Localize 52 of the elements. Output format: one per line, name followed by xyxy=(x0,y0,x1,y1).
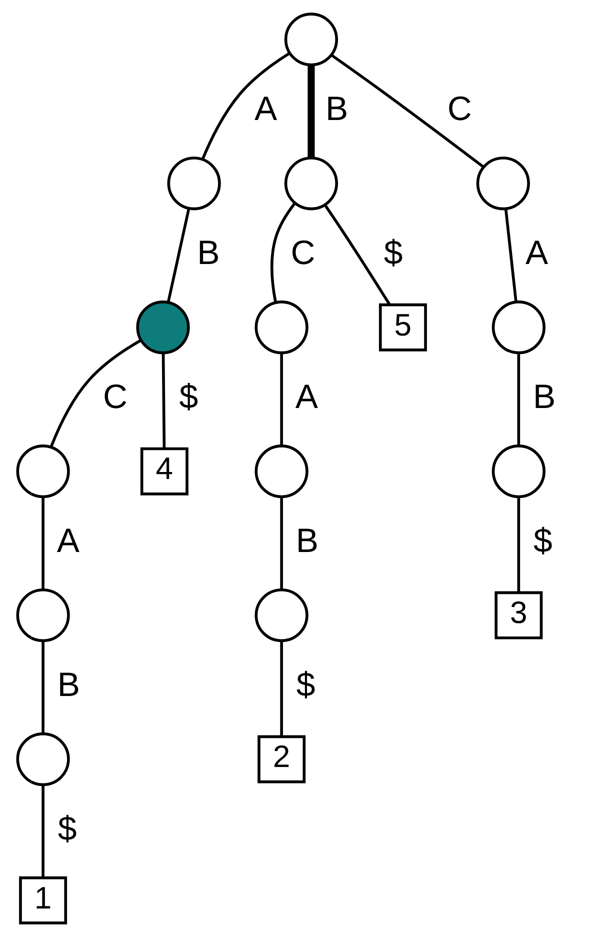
connector xyxy=(280,641,282,736)
node-circle xyxy=(476,156,530,210)
connector xyxy=(166,208,190,303)
connector xyxy=(161,353,166,448)
connector xyxy=(280,497,282,590)
edge-label: B xyxy=(56,666,80,704)
edge-label: $ xyxy=(57,810,76,848)
connector xyxy=(307,65,314,158)
edge-label: $ xyxy=(296,666,315,704)
node-circle xyxy=(254,300,308,354)
node-circle xyxy=(254,588,308,642)
edge-label: B xyxy=(196,234,220,272)
node-box: 1 xyxy=(18,876,67,924)
connector xyxy=(280,353,282,446)
edge-label: A xyxy=(524,234,546,272)
node-circle xyxy=(254,444,308,498)
node-circle xyxy=(491,444,545,498)
connector xyxy=(200,52,290,160)
node-circle xyxy=(491,300,545,354)
connector xyxy=(41,641,44,734)
edge-label: C xyxy=(290,234,315,272)
edge-label: B xyxy=(295,522,318,560)
connector xyxy=(330,54,484,168)
node-circle xyxy=(284,12,338,66)
edge-label: A xyxy=(56,522,78,560)
node-circle xyxy=(166,156,220,210)
node-circle xyxy=(136,300,190,354)
node-box: 4 xyxy=(140,447,188,496)
connector xyxy=(41,784,44,878)
connector xyxy=(270,202,296,303)
edge-label: C xyxy=(446,90,472,128)
node-circle xyxy=(16,732,70,786)
connector xyxy=(516,497,520,592)
edge-label: $ xyxy=(178,378,198,416)
connector xyxy=(323,204,390,306)
node-box: 3 xyxy=(494,591,542,640)
edge-label: B xyxy=(325,90,348,128)
connector xyxy=(504,208,517,302)
edge-label: A xyxy=(254,90,275,128)
node-circle xyxy=(16,588,70,642)
connector xyxy=(49,339,141,448)
connector xyxy=(41,497,44,590)
edge-label: $ xyxy=(383,234,402,272)
node-circle xyxy=(16,444,70,498)
connector xyxy=(516,353,520,446)
edge-label: C xyxy=(102,378,127,416)
node-box: 5 xyxy=(378,303,426,352)
edge-label: A xyxy=(294,378,316,416)
edge-label: $ xyxy=(532,522,552,560)
node-box: 2 xyxy=(257,735,306,784)
edge-label: B xyxy=(532,378,556,416)
node-circle xyxy=(284,156,338,210)
